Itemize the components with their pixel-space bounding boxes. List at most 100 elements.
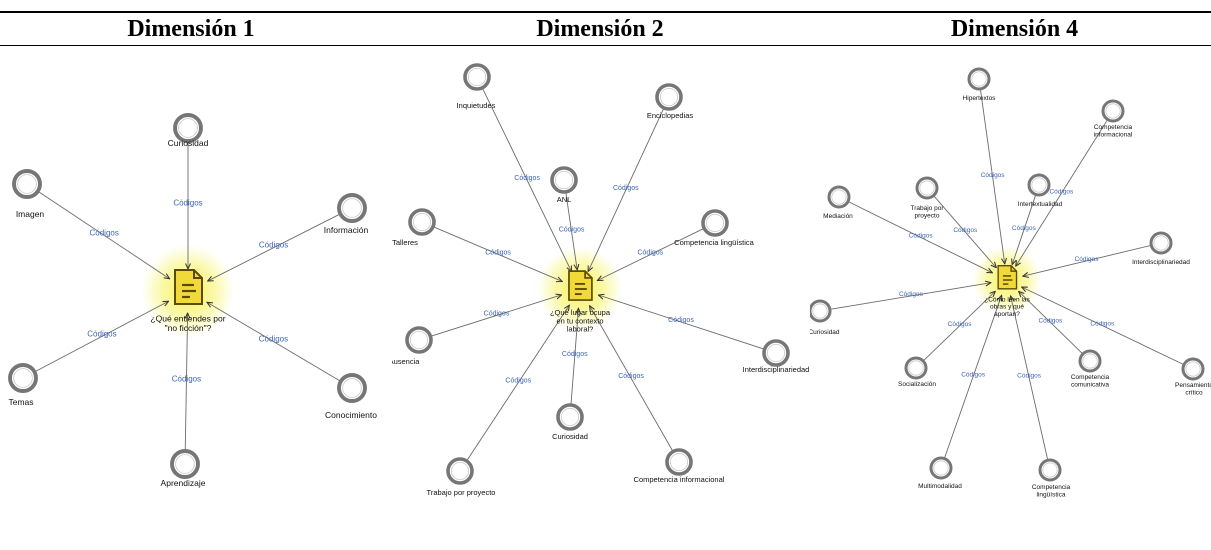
edge-label: Códigos (909, 232, 934, 239)
table-top-rule (0, 11, 1211, 13)
edge-5 (597, 228, 704, 281)
node-label: Temas (8, 397, 33, 407)
node-label: Inquietudes (457, 101, 496, 110)
edge-label: Códigos (87, 329, 116, 338)
edge-6 (185, 313, 187, 451)
column-header-2: Dimensión 2 (536, 16, 664, 42)
node-11[interactable]: Multimodalidad (918, 456, 962, 490)
edge-label: Códigos (484, 310, 510, 317)
edge-8 (570, 308, 578, 405)
node-5[interactable]: Intertextualidad (1018, 173, 1063, 208)
document-icon[interactable] (174, 269, 203, 305)
node-6[interactable]: Ausencia (392, 326, 433, 366)
edge-label: Códigos (173, 199, 202, 208)
node-6[interactable]: Aprendizaje (161, 449, 206, 488)
node-8[interactable]: Socialización (898, 356, 936, 388)
header-bottom-rule (0, 45, 1211, 46)
edge-1 (482, 88, 572, 272)
node-2[interactable]: Enciclopedias (647, 83, 694, 120)
node-2[interactable]: Imagen (12, 169, 45, 219)
node-7[interactable]: Interdisciplinariedad (743, 339, 810, 374)
node-4[interactable]: Temas (8, 363, 38, 407)
edge-label: Códigos (485, 249, 511, 256)
edge-label: Códigos (961, 371, 986, 378)
node-label: Interdisciplinariedad (743, 365, 810, 374)
edge-label: Códigos (1049, 188, 1074, 195)
edge-label: Códigos (953, 227, 978, 234)
edge-label: Códigos (1038, 317, 1063, 324)
node-label: Interdisciplinariedad (1132, 259, 1190, 266)
node-10[interactable]: Competencia informacional (634, 448, 725, 484)
edge-4 (433, 226, 562, 281)
edge-2 (1016, 120, 1108, 266)
node-7[interactable]: Curiosidad (810, 299, 840, 336)
edge-label: Códigos (1090, 321, 1115, 328)
node-label: Ausencia (392, 357, 420, 366)
edge-5 (207, 302, 341, 382)
edge-11 (944, 295, 1002, 458)
node-label: ANL (557, 195, 572, 204)
node-1[interactable]: Hipertextos (963, 67, 997, 102)
edge-8 (923, 291, 995, 361)
node-5[interactable]: Conocimiento (325, 373, 377, 420)
column-header-1: Dimensión 1 (127, 16, 255, 42)
edge-label: Códigos (1012, 225, 1037, 232)
edge-label: Códigos (668, 317, 694, 324)
node-3[interactable]: ANL (550, 166, 578, 204)
edge-6 (431, 295, 561, 337)
edge-10 (590, 306, 673, 451)
edge-label: Códigos (505, 378, 531, 385)
edge-3 (848, 201, 993, 273)
node-6[interactable]: Interdisciplinariedad (1132, 231, 1190, 266)
node-1[interactable]: Curiosidad (168, 113, 209, 148)
node-1[interactable]: Inquietudes (457, 63, 496, 110)
node-4[interactable]: Talleres (392, 208, 436, 247)
node-label: Competencia informacional (634, 475, 725, 484)
node-label: Conocimiento (325, 410, 377, 420)
document-icon[interactable] (568, 270, 593, 301)
node-label: Información (324, 225, 369, 235)
edge-6 (1023, 245, 1151, 277)
network-diagram-1: CódigosCódigosCódigosCódigosCódigosCódig… (8, 113, 377, 488)
node-8[interactable]: Curiosidad (552, 403, 588, 441)
edge-label: Códigos (948, 321, 973, 328)
node-5[interactable]: Competencia lingüística (674, 209, 755, 247)
edge-label: Códigos (259, 335, 288, 344)
node-label: Trabajo por proyecto (427, 488, 496, 497)
edge-4 (933, 196, 996, 267)
node-label: Curiosidad (810, 329, 840, 336)
edge-label: Códigos (562, 351, 588, 358)
node-label: Talleres (392, 238, 418, 247)
node-label: Enciclopedias (647, 111, 694, 120)
center-question-label: ¿Qué entiendes por"no ficción"? (150, 314, 225, 333)
node-9[interactable]: Trabajo por proyecto (427, 457, 496, 497)
edge-label: Códigos (981, 172, 1006, 179)
node-label: Aprendizaje (161, 478, 206, 488)
node-label: Socialización (898, 381, 936, 388)
node-label: Imagen (16, 209, 45, 219)
node-3[interactable]: Información (324, 193, 369, 235)
edge-3 (565, 192, 577, 270)
document-icon[interactable] (997, 265, 1018, 290)
node-label: Curiosidad (168, 138, 209, 148)
edge-label: Códigos (559, 226, 585, 233)
node-3[interactable]: Mediación (823, 185, 853, 220)
edge-label: Códigos (618, 373, 644, 380)
edge-3 (208, 213, 340, 281)
edge-label: Códigos (613, 185, 639, 192)
